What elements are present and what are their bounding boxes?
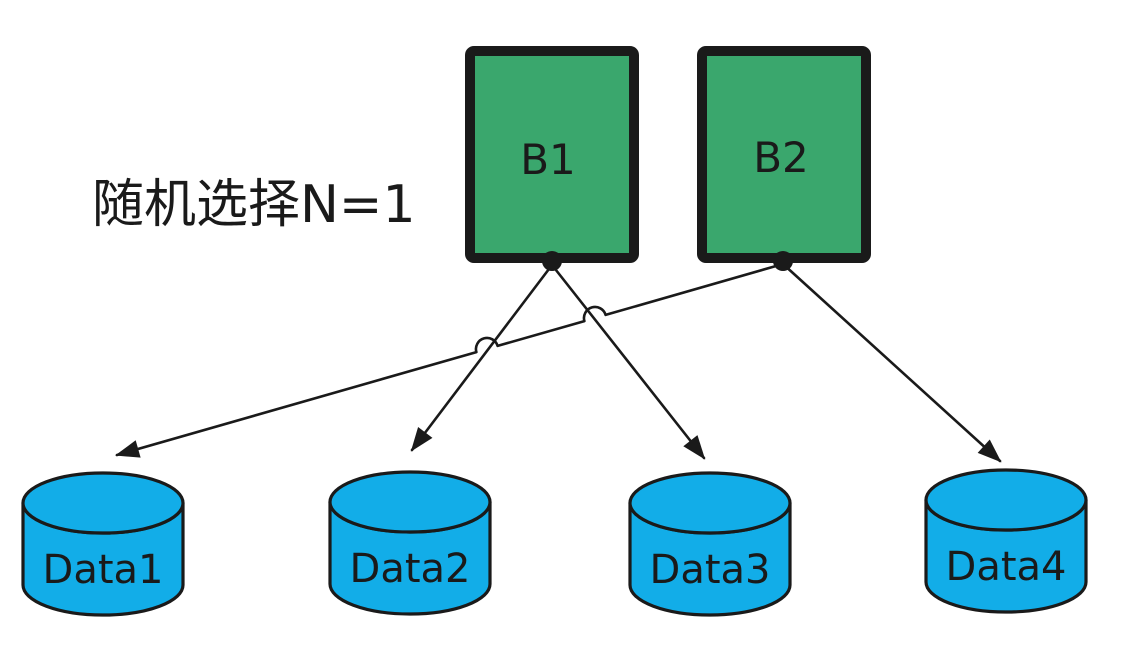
edge-b1-to-data2 [410, 263, 554, 452]
edge-b2-to-data1 [115, 262, 785, 458]
node-b2: B2 [697, 46, 871, 271]
database-data2-label: Data2 [350, 546, 471, 592]
cylinder-top [21, 471, 185, 535]
database-data4: Data4 [924, 468, 1088, 614]
database-data2: Data2 [328, 470, 492, 616]
connection-dot-b1 [542, 251, 562, 271]
database-data1-label: Data1 [43, 547, 164, 593]
database-data3-label: Data3 [650, 547, 771, 593]
edges [115, 262, 1002, 463]
box-b2-label: B2 [753, 133, 809, 182]
database-data3: Data3 [628, 471, 792, 617]
box-b1-label: B1 [520, 135, 576, 184]
connection-dot-b2 [773, 251, 793, 271]
cylinder-top [628, 471, 792, 535]
database-data1: Data1 [21, 471, 185, 617]
edge-b1-to-data3 [550, 263, 706, 460]
edge-b2-to-data4 [781, 262, 1002, 463]
cylinder-top [328, 470, 492, 534]
cylinder-top [924, 468, 1088, 532]
node-b1: B1 [465, 46, 639, 271]
annotation-random-select: 随机选择N=1 [92, 175, 416, 235]
database-data4-label: Data4 [946, 544, 1067, 590]
